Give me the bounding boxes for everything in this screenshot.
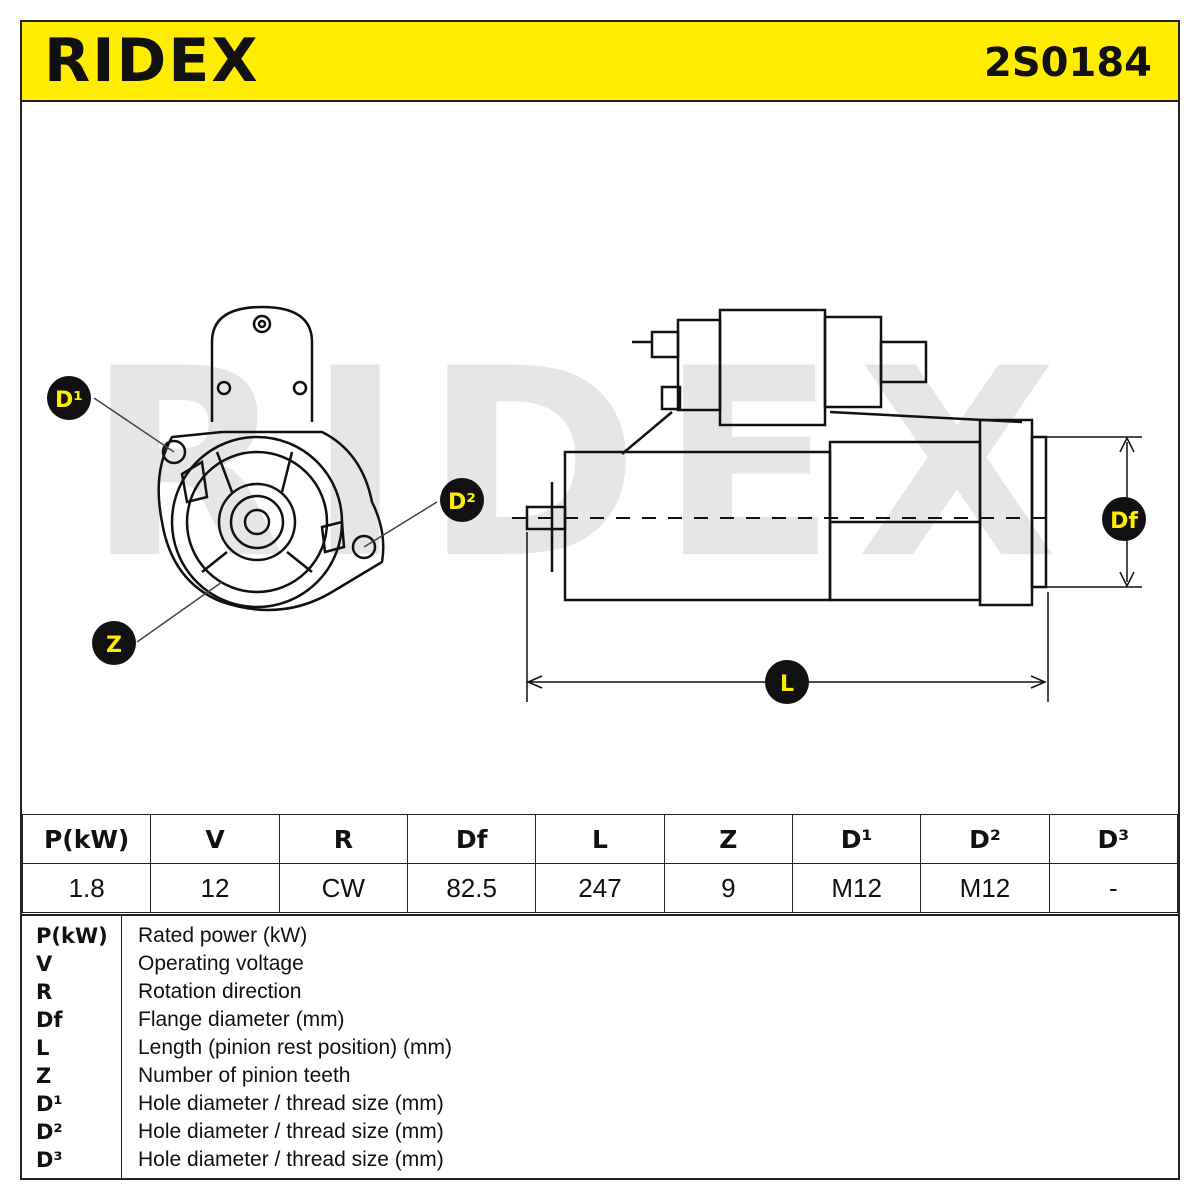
callout-d2: D² [440, 478, 484, 522]
legend-row: L Length (pinion rest position) (mm) [22, 1036, 1178, 1064]
spec-value-cell: M12 [920, 863, 1050, 913]
legend-key: D² [36, 1120, 63, 1144]
legend-desc: Length (pinion rest position) (mm) [138, 1036, 452, 1059]
svg-text:D²: D² [448, 490, 476, 515]
legend-row: R Rotation direction [22, 980, 1178, 1008]
legend: P(kW) Rated power (kW) V Operating volta… [22, 914, 1178, 1180]
legend-desc: Operating voltage [138, 952, 304, 975]
legend-key: D³ [36, 1148, 63, 1172]
legend-row: Df Flange diameter (mm) [22, 1008, 1178, 1036]
watermark: RIDEX [87, 314, 1078, 616]
header-bar: RIDEX 2S0184 [22, 22, 1178, 102]
spec-value-cell: 9 [663, 863, 793, 913]
spec-value-cell: 247 [535, 863, 665, 913]
spec-header-cell: V [150, 814, 280, 864]
legend-key: V [36, 952, 53, 976]
brand-logo: RIDEX [44, 26, 260, 96]
legend-row: D² Hole diameter / thread size (mm) [22, 1120, 1178, 1148]
legend-key: P(kW) [36, 924, 108, 948]
legend-row: D³ Hole diameter / thread size (mm) [22, 1148, 1178, 1176]
spec-header-cell: Z [663, 814, 793, 864]
leader-lines [93, 397, 438, 643]
spec-value-cell: CW [278, 863, 408, 913]
front-view [157, 305, 385, 612]
spec-table: P(kW) V R Df L Z D¹ D² D³ 1.8 12 CW 82.5… [21, 814, 1179, 913]
spec-header-cell: L [535, 814, 665, 864]
spec-header-cell: R [278, 814, 408, 864]
legend-row: V Operating voltage [22, 952, 1178, 980]
legend-row: D¹ Hole diameter / thread size (mm) [22, 1092, 1178, 1120]
spec-value-cell: 82.5 [406, 863, 537, 913]
spec-header-cell: D¹ [791, 814, 922, 864]
svg-text:Z: Z [106, 633, 122, 658]
legend-desc: Rotation direction [138, 980, 302, 1003]
legend-key: L [36, 1036, 50, 1060]
legend-desc: Rated power (kW) [138, 924, 308, 947]
legend-divider [121, 916, 122, 1180]
starter-motor-drawing: RIDEX [47, 305, 1146, 704]
svg-text:L: L [780, 672, 794, 697]
svg-text:Df: Df [1110, 509, 1138, 534]
callout-z: Z [92, 621, 136, 665]
spec-value-cell: 12 [150, 863, 280, 913]
part-number: 2S0184 [984, 40, 1152, 86]
spec-value-cell: 1.8 [21, 863, 152, 913]
spec-value-row: 1.8 12 CW 82.5 247 9 M12 M12 - [21, 863, 1179, 913]
datasheet: RIDEX 2S0184 RIDEX [20, 20, 1180, 1180]
legend-key: D¹ [36, 1092, 63, 1116]
legend-desc: Hole diameter / thread size (mm) [138, 1148, 444, 1171]
spec-header-row: P(kW) V R Df L Z D¹ D² D³ [21, 814, 1179, 864]
legend-key: Z [36, 1064, 52, 1088]
callout-d1: D¹ [47, 376, 91, 420]
legend-key: Df [36, 1008, 63, 1032]
svg-text:D¹: D¹ [55, 388, 83, 413]
legend-desc: Flange diameter (mm) [138, 1008, 345, 1031]
spec-header-cell: D² [920, 814, 1050, 864]
legend-desc: Hole diameter / thread size (mm) [138, 1120, 444, 1143]
legend-desc: Hole diameter / thread size (mm) [138, 1092, 444, 1115]
spec-header-cell: Df [406, 814, 537, 864]
legend-row: Z Number of pinion teeth [22, 1064, 1178, 1092]
spec-value-cell: M12 [791, 863, 922, 913]
spec-header-cell: P(kW) [21, 814, 152, 864]
callout-l: L [765, 660, 809, 704]
technical-drawing: RIDEX [22, 102, 1178, 814]
side-view [512, 308, 1142, 702]
callout-df: Df [1102, 497, 1146, 541]
legend-row: P(kW) Rated power (kW) [22, 924, 1178, 952]
legend-key: R [36, 980, 53, 1004]
legend-desc: Number of pinion teeth [138, 1064, 351, 1087]
spec-header-cell: D³ [1048, 814, 1179, 864]
spec-value-cell: - [1048, 863, 1179, 913]
